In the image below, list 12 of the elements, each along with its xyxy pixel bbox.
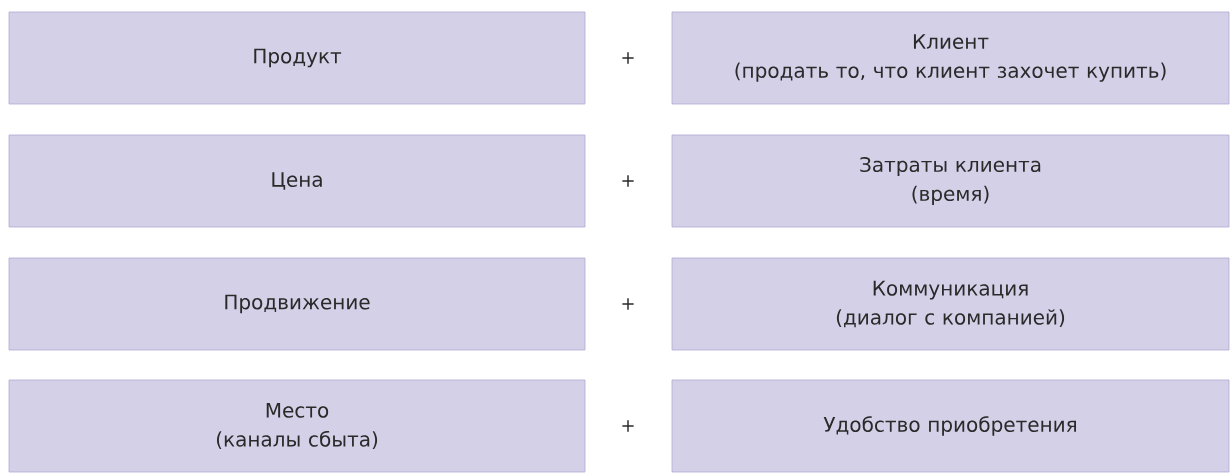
text-box: Продвижение [8, 257, 586, 351]
text-box: Клиент (продать то, что клиент захочет купить) [671, 11, 1230, 105]
text-box: Затраты клиента (время) [671, 134, 1230, 228]
text-box: Удобство приобретения [671, 379, 1230, 473]
plus-sign: + [622, 298, 634, 310]
text-box: Продукт [8, 11, 586, 105]
text-box: Цена [8, 134, 586, 228]
plus-sign: + [622, 52, 634, 64]
text-box: Место (каналы сбыта) [8, 379, 586, 473]
plus-sign: + [622, 175, 634, 187]
text-box: Коммуникация (диалог с компанией) [671, 257, 1230, 351]
plus-sign: + [622, 420, 634, 432]
